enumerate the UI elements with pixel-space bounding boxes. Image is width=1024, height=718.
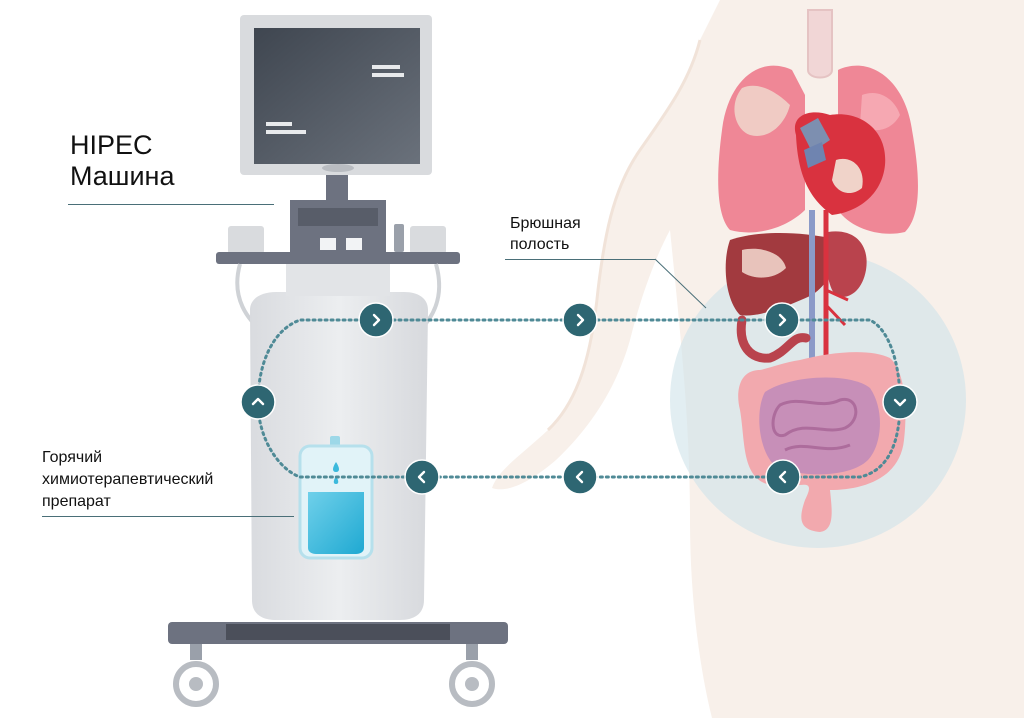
chevron-left-icon bbox=[575, 470, 584, 484]
hipec-machine bbox=[168, 15, 508, 707]
label-hipec-machine: HIPEC Машина bbox=[70, 130, 175, 191]
organs bbox=[718, 9, 918, 532]
chevron-left-icon bbox=[417, 470, 426, 484]
flow-arrow-down bbox=[882, 384, 918, 420]
flow-arrow-right-1 bbox=[358, 302, 394, 338]
trachea bbox=[807, 9, 833, 79]
leader-line-cavity bbox=[505, 259, 655, 260]
monitor-screen bbox=[254, 28, 420, 164]
stomach bbox=[826, 231, 867, 297]
chevron-right-icon bbox=[576, 313, 585, 327]
flow-arrow-left-3 bbox=[404, 459, 440, 495]
flow-nodes bbox=[240, 302, 918, 495]
machine-tray bbox=[216, 252, 460, 264]
leader-line-cavity-diagonal bbox=[654, 258, 707, 309]
flow-arrow-left-1 bbox=[765, 459, 801, 495]
leader-line-drug bbox=[42, 516, 294, 517]
leader-line-machine bbox=[68, 204, 274, 205]
label-hot-chemo-drug: Горячий химиотерапевтический препарат bbox=[42, 449, 214, 510]
flow-path bbox=[256, 318, 902, 479]
small-intestine bbox=[759, 377, 880, 475]
flow-arrow-right-3 bbox=[764, 302, 800, 338]
flow-arrow-up bbox=[240, 384, 276, 420]
flow-arrow-left-2 bbox=[562, 459, 598, 495]
drug-bag bbox=[298, 436, 374, 560]
flow-loop bbox=[256, 318, 902, 479]
chevron-left-icon bbox=[778, 470, 787, 484]
chevron-up-icon bbox=[251, 397, 265, 406]
chevron-right-icon bbox=[372, 313, 381, 327]
flow-arrow-right-2 bbox=[562, 302, 598, 338]
chevron-right-icon bbox=[778, 313, 787, 327]
chevron-down-icon bbox=[893, 398, 907, 407]
label-abdominal-cavity: Брюшная полость bbox=[510, 215, 581, 253]
